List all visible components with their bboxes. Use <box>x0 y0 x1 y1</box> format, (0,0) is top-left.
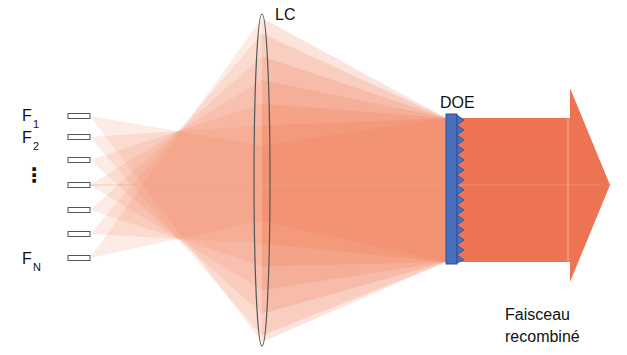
fiber <box>68 208 90 213</box>
fiber <box>68 114 90 119</box>
fiber-index: 1 <box>33 118 39 130</box>
part-label: ⋮ <box>24 166 44 184</box>
fiber-index: N <box>33 261 41 273</box>
fibers <box>68 114 90 261</box>
fiber <box>68 135 90 140</box>
part-label: F <box>22 129 32 147</box>
part-label: Faisceau recombiné <box>505 304 605 348</box>
fiber-cone <box>90 18 262 258</box>
part-label: LC <box>275 6 295 24</box>
converging-beam <box>262 18 446 262</box>
recombined-beam <box>458 118 570 262</box>
doe-plate <box>446 114 457 264</box>
fiber <box>68 256 90 261</box>
beam-edge <box>568 118 569 262</box>
fiber <box>68 158 90 163</box>
part-label: F <box>22 250 32 268</box>
fiber-index: 2 <box>33 140 39 152</box>
doe-grating <box>457 115 464 263</box>
part-label: DOE <box>440 94 475 112</box>
optical-axis <box>90 185 600 186</box>
lens-lc <box>254 14 270 346</box>
fiber <box>68 232 90 237</box>
part-label: F <box>22 107 32 125</box>
fiber <box>68 183 90 188</box>
